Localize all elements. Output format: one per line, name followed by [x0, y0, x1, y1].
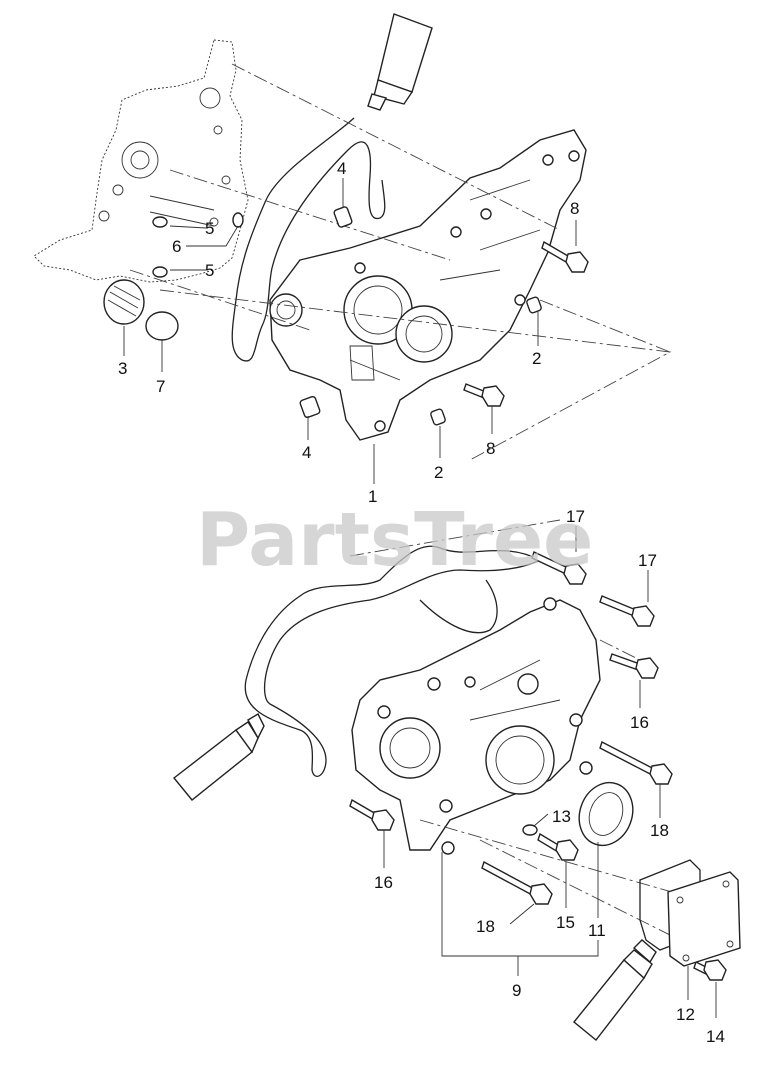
callout-1: 1: [368, 487, 377, 506]
bolt-17a: [531, 551, 587, 585]
timing-cover: [351, 597, 601, 855]
callout-5-bottom: 5: [205, 261, 214, 280]
oring-5a: [152, 216, 168, 228]
callout-5-top: 5: [205, 219, 214, 238]
callout-15: 15: [556, 913, 575, 932]
bolt-18a: [599, 741, 673, 785]
bolt-17b: [599, 595, 655, 627]
bolt-16a: [609, 653, 659, 679]
callout-leaders: [123, 178, 717, 1018]
gasket-top: [231, 117, 386, 362]
callout-6: 6: [172, 237, 181, 256]
bolt-15: [537, 832, 579, 861]
callout-7: 7: [156, 377, 165, 396]
sealant-tube-top: [367, 13, 433, 111]
callout-8-bottom: 8: [486, 439, 495, 458]
callout-11: 11: [588, 921, 606, 940]
callout-12: 12: [676, 1005, 695, 1024]
cover-plate: [667, 871, 741, 967]
callout-17-right: 17: [638, 551, 657, 570]
callout-4-top: 4: [337, 159, 346, 178]
gear-case-housing: [269, 129, 587, 441]
callout-18-right: 18: [650, 821, 669, 840]
callout-14: 14: [706, 1027, 725, 1046]
bolt-8a: [541, 240, 589, 273]
sealant-tube-left: [173, 713, 265, 801]
oring-5b: [152, 266, 168, 278]
callout-18-bottom: 18: [476, 917, 495, 936]
dowel-pin-2b: [430, 408, 446, 426]
engine-block-outline: [33, 39, 249, 283]
dowel-pin-4a: [333, 206, 353, 228]
callout-2-bottom: 2: [434, 463, 443, 482]
cap-7: [145, 311, 179, 341]
watermark: PartsTree: [196, 497, 593, 583]
callout-9: 9: [512, 981, 521, 1000]
callout-3: 3: [118, 359, 127, 378]
callout-16-right: 16: [630, 713, 649, 732]
sealant-tube-right: [573, 939, 657, 1041]
washer-13: [522, 824, 538, 836]
leader-lines-bottom: [349, 519, 701, 941]
callout-2-right: 2: [532, 349, 541, 368]
callout-4-bottom: 4: [302, 443, 311, 462]
callout-13: 13: [552, 807, 571, 826]
callout-8-top: 8: [570, 199, 579, 218]
bolt-16b: [349, 798, 395, 831]
dowel-pin-2a: [526, 296, 542, 314]
dowel-pin-4b: [299, 395, 321, 419]
bolt-14: [693, 959, 727, 981]
plug-3: [103, 279, 145, 325]
bolt-8b: [463, 383, 505, 407]
gasket-bottom: [244, 545, 541, 777]
leader-lines-top: [129, 63, 672, 461]
bolt-18b: [481, 860, 553, 905]
oring-6: [232, 212, 244, 228]
callout-16-left: 16: [374, 873, 393, 892]
callout-17-top: 17: [566, 507, 585, 526]
oil-seal-11: [578, 781, 634, 847]
